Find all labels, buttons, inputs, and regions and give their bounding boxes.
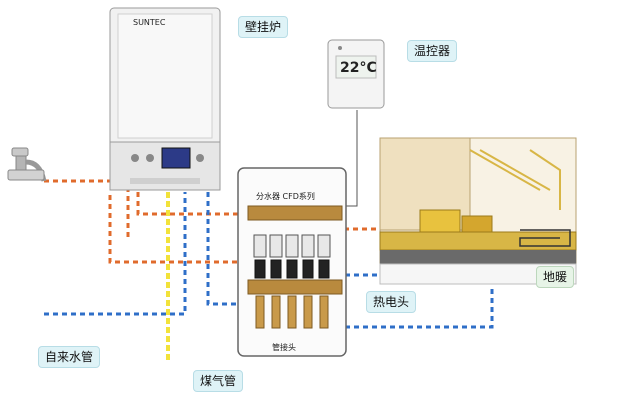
manifold-title: 分水器 CFD系列 — [256, 192, 315, 201]
return-pipe — [206, 192, 245, 306]
thermal-head-callout: 热电头 — [366, 291, 417, 313]
manifold-panel — [237, 167, 347, 357]
boiler-callout: 壁挂炉 — [238, 16, 289, 38]
thermostat-callout: 温控器 — [407, 40, 458, 62]
boiler-brand-label: SUNTEC — [133, 18, 166, 27]
cold-water-pipe — [44, 192, 187, 316]
pipe-network — [44, 110, 494, 360]
floor-return-pipe — [345, 288, 494, 329]
thermostat-display: 22°C — [340, 60, 377, 76]
room-floor-heating — [379, 137, 577, 285]
gas-pipe-callout: 煤气管 — [193, 370, 244, 392]
thermostat-wire — [345, 110, 358, 207]
hot-water-return-pipe — [108, 195, 245, 264]
thermostat — [327, 39, 385, 109]
boiler — [109, 7, 221, 191]
faucet-icon — [7, 147, 47, 182]
connector-label: 管接头 — [272, 343, 296, 352]
hot-water-supply-pipe — [136, 192, 245, 216]
tap-water-pipe-callout: 自来水管 — [38, 346, 101, 368]
floor-heating-callout: 地暖 — [536, 266, 575, 288]
